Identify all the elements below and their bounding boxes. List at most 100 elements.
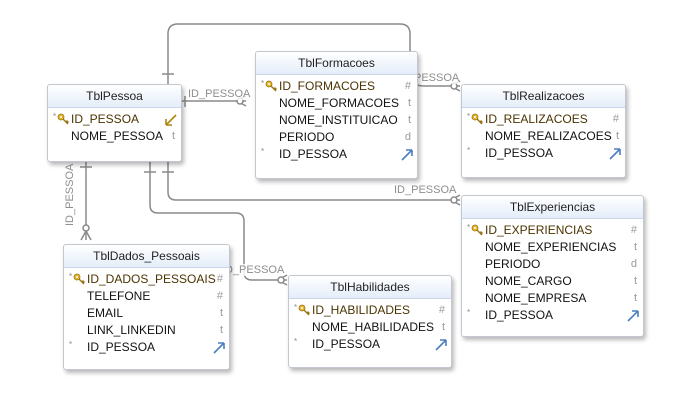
type-glyph: t <box>633 292 637 304</box>
column-row[interactable]: * ID_PESSOA <box>64 339 229 356</box>
column-name: ID_PESSOA <box>485 146 554 160</box>
relation-label-habilidades: D_PESSOA <box>225 264 285 276</box>
primary-key-icon <box>298 304 310 316</box>
table-formacoes[interactable]: TblFormacoes * ID_FORMACOES # NOME_FORMA… <box>255 51 418 179</box>
table-realizacoes[interactable]: TblRealizacoes * ID_REALIZACOES # NOME_R… <box>461 84 626 178</box>
type-glyph: t <box>171 130 175 142</box>
type-glyph: # <box>216 290 223 302</box>
type-glyph: d <box>630 258 637 270</box>
column-row[interactable]: * ID_EXPERIENCIAS # <box>462 222 643 239</box>
table-columns: * ID_EXPERIENCIAS # NOME_EXPERIENCIAS t … <box>462 219 643 328</box>
column-row[interactable]: * ID_PESSOA <box>462 307 643 324</box>
foreign-key-arrow-icon <box>609 148 621 160</box>
column-name: ID_EXPERIENCIAS <box>485 223 593 237</box>
column-row[interactable]: * ID_REALIZACOES # <box>462 111 625 128</box>
foreign-key-arrow-icon <box>401 149 413 161</box>
column-row[interactable]: NOME_HABILIDADES t <box>289 319 451 336</box>
table-columns: * ID_FORMACOES # NOME_FORMACOES t NOME_I… <box>256 75 417 167</box>
asterisk-icon: * <box>467 112 471 121</box>
type-glyph: # <box>216 273 223 285</box>
column-name: PERIODO <box>485 257 541 271</box>
table-title[interactable]: TblHabilidades <box>289 276 451 299</box>
column-name: ID_PESSOA <box>485 308 554 322</box>
type-glyph: # <box>404 80 411 92</box>
column-name: ID_HABILIDADES <box>312 303 411 317</box>
column-row[interactable]: * ID_PESSOA <box>462 145 625 162</box>
table-title[interactable]: TblDados_Pessoais <box>64 245 229 268</box>
primary-key-icon <box>471 113 483 125</box>
type-glyph: d <box>404 131 411 143</box>
table-habilidades[interactable]: TblHabilidades * ID_HABILIDADES # NOME_H… <box>288 275 452 368</box>
column-name: NOME_PESSOA <box>71 129 164 143</box>
asterisk-icon: * <box>467 223 471 232</box>
type-glyph: # <box>630 224 637 236</box>
column-row[interactable]: * ID_HABILIDADES # <box>289 302 451 319</box>
column-name: EMAIL <box>87 306 124 320</box>
column-name: NOME_EXPERIENCIAS <box>485 240 617 254</box>
column-row[interactable]: * ID_FORMACOES # <box>256 78 417 95</box>
type-glyph: t <box>615 130 619 142</box>
column-name: TELEFONE <box>87 289 151 303</box>
table-columns: * ID_PESSOA NOME_PESSOA t <box>48 108 181 149</box>
table-columns: * ID_HABILIDADES # NOME_HABILIDADES t * … <box>289 299 451 357</box>
asterisk-icon: * <box>294 303 298 312</box>
optional-circle-experiencias <box>450 196 458 204</box>
type-glyph: t <box>407 97 411 109</box>
column-row[interactable]: * ID_PESSOA <box>256 146 417 163</box>
column-row[interactable]: PERIODO d <box>462 256 643 273</box>
column-row[interactable]: NOME_INSTITUICAO t <box>256 112 417 129</box>
asterisk-icon: * <box>261 79 265 88</box>
column-name: NOME_EMPRESA <box>485 291 587 305</box>
relation-label-formacoes: ID_PESSOA <box>188 88 251 100</box>
column-row[interactable]: NOME_REALIZACOES t <box>462 128 625 145</box>
primary-key-icon <box>471 224 483 236</box>
optional-circle-habilidades <box>277 276 285 284</box>
primary-key-icon <box>57 113 69 125</box>
table-dados-pessoais[interactable]: TblDados_Pessoais * ID_DADOS_PESSOAIS # … <box>63 244 230 370</box>
column-name: NOME_HABILIDADES <box>312 320 435 334</box>
asterisk-icon: * <box>467 146 471 155</box>
column-row[interactable]: * ID_DADOS_PESSOAIS # <box>64 271 229 288</box>
table-title[interactable]: TblPessoa <box>48 85 181 108</box>
column-row[interactable]: EMAIL t <box>64 305 229 322</box>
relation-label-experiencias: ID_PESSOA <box>394 184 457 196</box>
column-name: NOME_INSTITUICAO <box>279 113 398 127</box>
relation-line-habilidades <box>149 160 287 281</box>
key-link-arrow-icon <box>165 114 177 126</box>
column-name: PERIODO <box>279 130 335 144</box>
table-title[interactable]: TblFormacoes <box>256 52 417 75</box>
foreign-key-arrow-icon <box>627 310 639 322</box>
foreign-key-arrow-icon <box>435 339 447 351</box>
column-name: ID_PESSOA <box>87 340 156 354</box>
column-row[interactable]: NOME_FORMACOES t <box>256 95 417 112</box>
column-name: ID_DADOS_PESSOAIS <box>87 272 216 286</box>
optional-circle-dados <box>82 224 90 232</box>
table-title[interactable]: TblRealizacoes <box>462 85 625 108</box>
column-name: ID_PESSOA <box>71 112 140 126</box>
column-row[interactable]: NOME_CARGO t <box>462 273 643 290</box>
table-pessoa[interactable]: TblPessoa * ID_PESSOA NOME_PESSOA t <box>47 84 182 162</box>
column-row[interactable]: * ID_PESSOA <box>289 336 451 353</box>
asterisk-icon: * <box>294 337 298 346</box>
table-title[interactable]: TblExperiencias <box>462 196 643 219</box>
foreign-key-arrow-icon <box>213 342 225 354</box>
table-columns: * ID_DADOS_PESSOAIS # TELEFONE # EMAIL t… <box>64 268 229 360</box>
type-glyph: t <box>219 324 223 336</box>
type-glyph: t <box>633 241 637 253</box>
column-row[interactable]: * ID_PESSOA <box>48 111 181 128</box>
primary-key-icon <box>73 273 85 285</box>
column-name: NOME_REALIZACOES <box>485 129 612 143</box>
asterisk-icon: * <box>261 147 265 156</box>
column-row[interactable]: PERIODO d <box>256 129 417 146</box>
table-experiencias[interactable]: TblExperiencias * ID_EXPERIENCIAS # NOME… <box>461 195 644 337</box>
column-name: ID_FORMACOES <box>279 79 376 93</box>
type-glyph: # <box>438 304 445 316</box>
column-row[interactable]: LINK_LINKEDIN t <box>64 322 229 339</box>
column-row[interactable]: NOME_EMPRESA t <box>462 290 643 307</box>
column-row[interactable]: NOME_PESSOA t <box>48 128 181 145</box>
column-name: ID_PESSOA <box>312 337 381 351</box>
column-row[interactable]: NOME_EXPERIENCIAS t <box>462 239 643 256</box>
crowfoot-dados <box>80 230 92 241</box>
column-row[interactable]: TELEFONE # <box>64 288 229 305</box>
